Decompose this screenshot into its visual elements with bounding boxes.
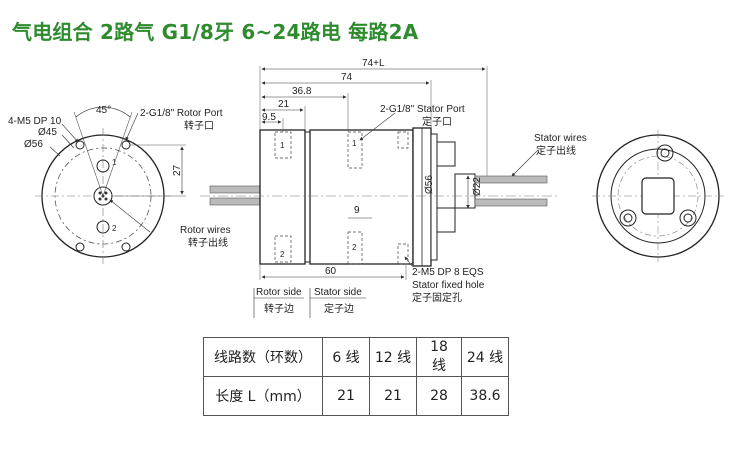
rotor-wires-cn: 转子出线 [188, 236, 228, 249]
port-label-2: 2 [112, 224, 117, 233]
stator-side-label: Stator side [314, 287, 362, 298]
table-header-label: 线路数（环数） [203, 337, 323, 377]
table-row: 线路数（环数） 6 线 12 线 18 线 24 线 [203, 337, 509, 377]
stator-end-view [592, 130, 724, 262]
m5-hole [75, 140, 85, 150]
table-cell: 38.6 [461, 376, 509, 416]
m5-hole [121, 242, 131, 252]
rotor-port-label: 2-G1/8" Rotor Port [140, 108, 223, 119]
table-row: 长度 L（mm） 21 21 28 38.6 [203, 376, 509, 416]
side-rotor-port-2: 2 [280, 250, 285, 259]
table-cell: 21 [322, 376, 370, 416]
dim-27: 27 [172, 164, 183, 176]
table-row-label: 长度 L（mm） [203, 376, 323, 416]
table-cell: 28 [416, 376, 462, 416]
rotor-side-label: Rotor side [256, 287, 302, 298]
hole-note: 4-M5 DP 10 [8, 116, 62, 127]
fixed-hole-1: 2-M5 DP 8 EQS [412, 267, 484, 278]
dia-22-side: Ø22 [472, 177, 483, 196]
stator-wires-label: Stator wires [534, 133, 587, 144]
dim-74L: 74+L [362, 58, 385, 69]
dim-21: 21 [278, 99, 290, 110]
m5-hole [75, 242, 85, 252]
stator-wire-bundle [474, 175, 548, 184]
rotor-port-1 [96, 159, 110, 173]
dim-60: 60 [325, 266, 337, 277]
rotor-body [259, 129, 306, 265]
angle-arc [75, 106, 131, 118]
dia-56-label: Ø56 [24, 139, 43, 150]
rotor-port-2 [96, 220, 110, 234]
stator-side-cn: 定子边 [324, 302, 354, 315]
table-cell: 21 [369, 376, 417, 416]
stator-body [309, 129, 414, 265]
side-rotor-port-1: 1 [280, 141, 285, 150]
fixed-hole-2: Stator fixed hole [412, 280, 485, 291]
side-view: 1 2 1 2 74+L 74 36.8 21 9.5 2-G1/8" Stat… [200, 58, 587, 318]
stator-port-label: 2-G1/8" Stator Port [380, 104, 465, 115]
spec-table: 线路数（环数） 6 线 12 线 18 线 24 线 长度 L（mm） 21 2… [203, 337, 509, 416]
table-col-header: 6 线 [322, 337, 370, 377]
rotor-end-view: 1 2 45° 4-M5 DP 10 Ø45 Ø56 2-G1/8" Rotor… [8, 105, 231, 264]
dim-74: 74 [341, 72, 353, 83]
table-col-header: 24 线 [461, 337, 509, 377]
page-title: 气电组合 2路气 G1/8牙 6~24路电 每路2A [12, 20, 419, 44]
stator-hub [454, 173, 476, 209]
stator-hub-face [641, 177, 675, 215]
rotor-port-cn: 转子口 [184, 119, 214, 132]
dim-9: 9 [354, 205, 360, 216]
dia-45-label: Ø45 [38, 127, 57, 138]
dim-9-5: 9.5 [262, 112, 276, 123]
dim-36-8: 36.8 [292, 86, 312, 97]
fixed-hole-cn: 定子固定孔 [412, 291, 462, 304]
stator-port-cn: 定子口 [422, 115, 452, 128]
side-stator-port-2: 2 [352, 243, 357, 252]
table-col-header: 18 线 [416, 337, 462, 377]
dia-56-side: Ø56 [424, 175, 435, 194]
angle-45-label: 45° [96, 105, 111, 116]
rotor-wires-label: Rotor wires [180, 225, 231, 236]
table-col-header: 12 线 [369, 337, 417, 377]
rotor-side-cn: 转子边 [264, 302, 294, 315]
rotor-wire-bundle [209, 185, 261, 194]
stator-wires-cn: 定子出线 [536, 144, 576, 157]
side-stator-port-1: 1 [352, 139, 357, 148]
